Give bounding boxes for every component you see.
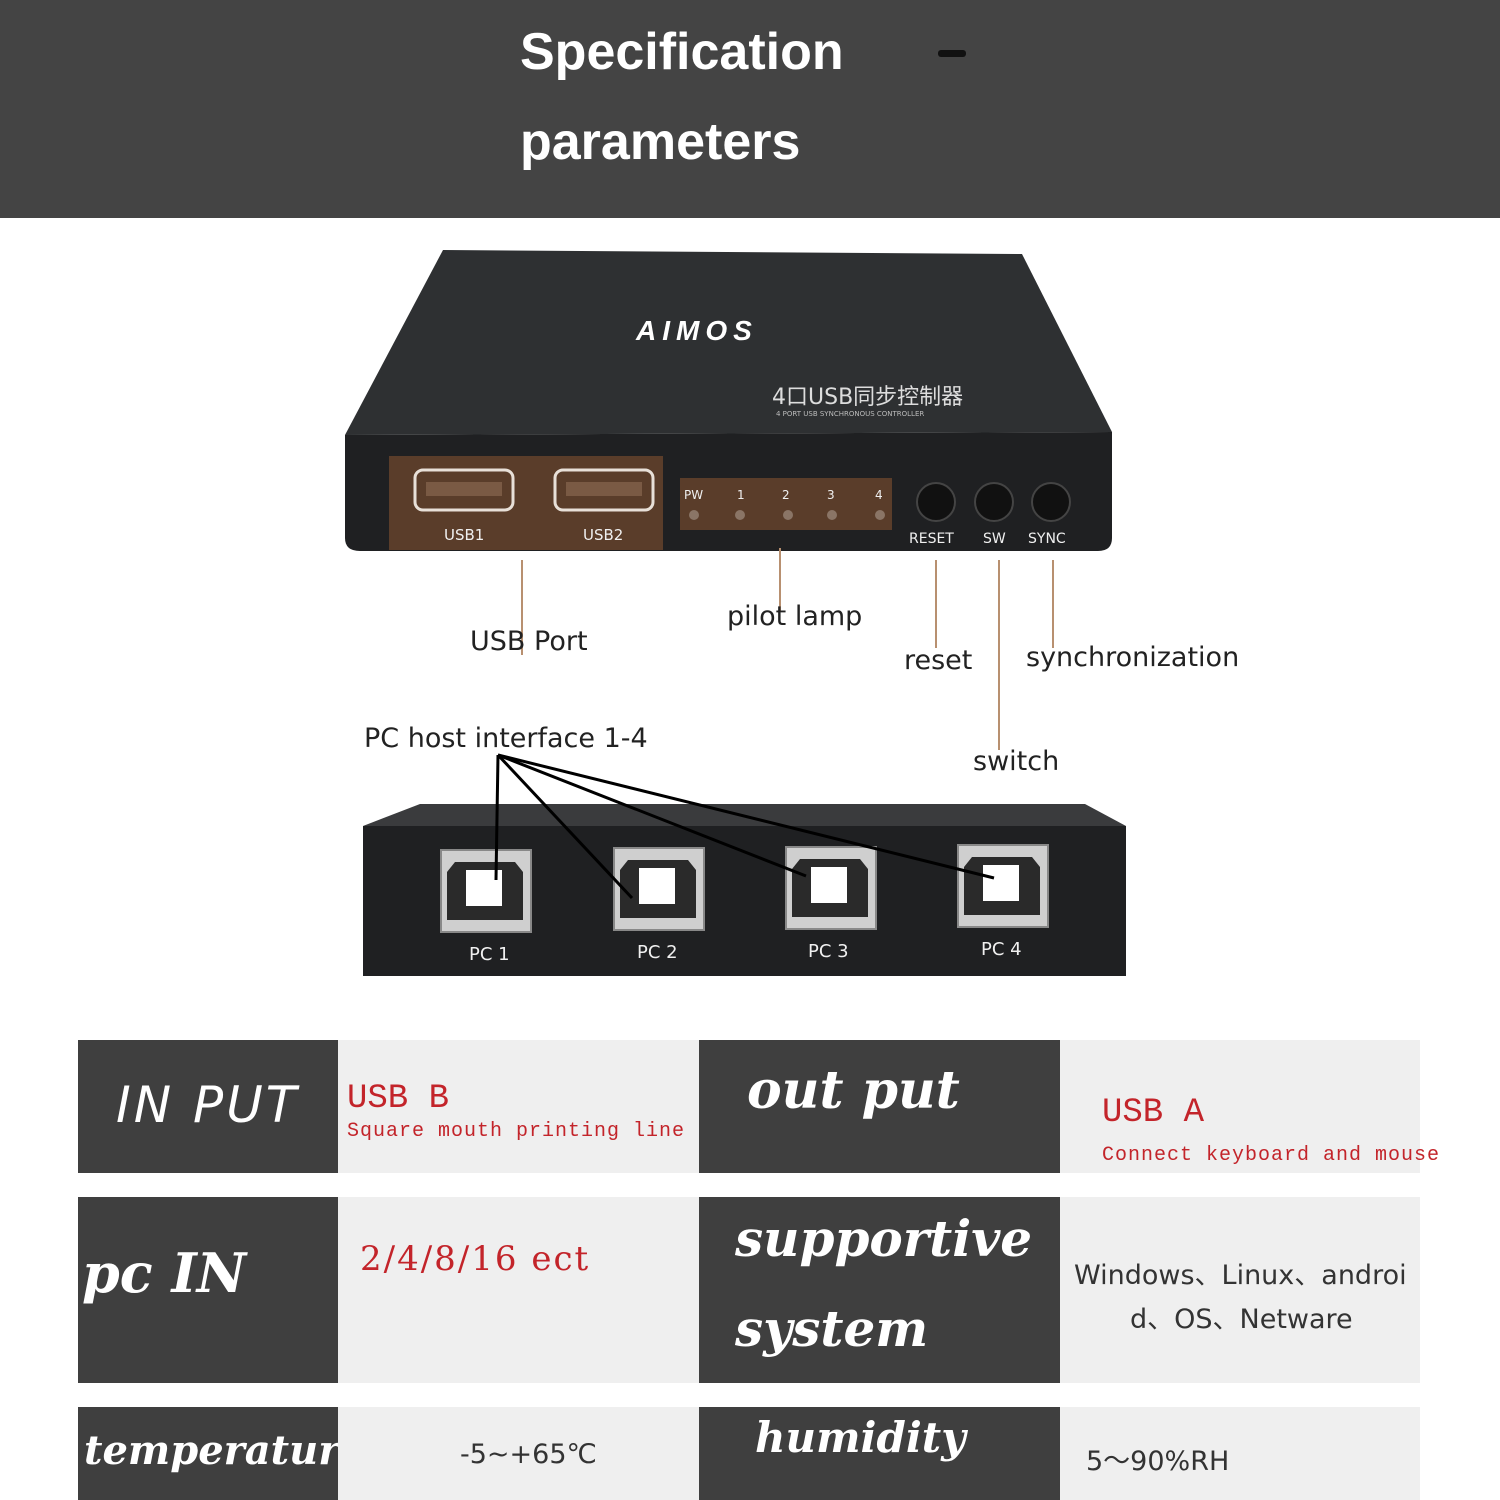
pc3-label: PC 3 [808,941,849,962]
usb1-label: USB1 [444,526,484,544]
header-title-line1: Specification [520,23,844,81]
spec-humidity-value-cell: 5～90%RH [1060,1407,1420,1500]
model-cn: 4口USB同步控制器 [772,385,963,410]
led-3 [827,510,837,520]
callout-synchronization: synchronization [1026,642,1240,673]
spec-input-value: USB B [347,1080,450,1118]
pc4-label: PC 4 [981,939,1022,960]
usb2-label: USB2 [583,526,623,544]
pc1-label: PC 1 [469,944,510,965]
reset-button-label: RESET [909,531,954,547]
spec-humidity-label-cell: humidity [699,1407,1060,1500]
spec-output-label-cell: out put [699,1040,1060,1173]
sw-button-label: SW [983,531,1006,547]
spec-output-note: Connect keyboard and mouse [1102,1144,1441,1167]
header-title-line2: parameters [520,113,801,171]
callout-pilot-lamp: pilot lamp [727,601,863,632]
usb1-socket [413,468,515,512]
callout-switch: switch [973,746,1060,777]
usb-port-panel [389,456,663,550]
led-label-pw: PW [684,488,703,502]
usb-b-port-1 [440,849,532,933]
callout-reset: reset [904,645,973,676]
led-panel [680,478,892,530]
spec-system-value-1: Windows、Linux、androi [1074,1260,1407,1291]
led-2 [783,510,793,520]
spec-output-value: USB A [1102,1094,1205,1132]
spec-input-label: IN PUT [116,1076,300,1134]
led-label-3: 3 [827,488,835,502]
pc2-label: PC 2 [637,942,678,963]
device-top-illustration: AIMOS 4口USB同步控制器 4 PORT USB SYNCHRONOUS … [345,250,1112,750]
led-1 [735,510,745,520]
spec-input-value-cell: USB B Square mouth printing line [338,1040,699,1173]
spec-input-note: Square mouth printing line [347,1120,686,1143]
usb-b-port-4 [957,844,1049,928]
device-top-face [345,250,1112,435]
callout-pc-host: PC host interface 1-4 [364,723,648,754]
spec-temperature-label: temperature [84,1427,365,1474]
header-dash [938,50,966,57]
spec-humidity-label: humidity [755,1413,966,1462]
spec-temperature-label-cell: temperature [78,1407,365,1500]
sw-button-shape [974,482,1014,522]
spec-output-value-cell: USB A Connect keyboard and mouse [1060,1040,1439,1173]
spec-system-label-1: supportive [735,1209,1033,1268]
sync-button-shape [1031,482,1071,522]
usb-b-port-3 [785,846,877,930]
led-label-4: 4 [875,488,883,502]
usb2-socket [553,468,655,512]
header-banner: Specification parameters [0,0,1500,218]
model-en: 4 PORT USB SYNCHRONOUS CONTROLLER [776,410,924,418]
spec-pcin-value: 2/4/8/16 ect [360,1239,591,1279]
spec-system-label-2: system [735,1299,929,1358]
callout-usb-port: USB Port [470,626,588,657]
spec-pcin-label-cell: pc IN [78,1197,338,1383]
spec-system-value-cell: Windows、Linux、androi d、OS、Netware [1060,1197,1420,1383]
spec-pcin-value-cell: 2/4/8/16 ect [338,1197,699,1383]
sync-button-label: SYNC [1028,531,1066,547]
spec-output-label: out put [747,1060,960,1121]
spec-input-label-cell: IN PUT [78,1040,338,1173]
led-pw [689,510,699,520]
led-label-2: 2 [782,488,790,502]
spec-temperature-value-cell: -5~+65℃ [338,1407,699,1500]
brand-logo: AIMOS [635,315,758,346]
spec-system-value-2: d、OS、Netware [1130,1304,1353,1335]
usb-b-port-2 [613,847,705,931]
led-4 [875,510,885,520]
spec-humidity-value: 5～90%RH [1086,1446,1230,1477]
led-label-1: 1 [737,488,745,502]
spec-system-label-cell: supportive system [699,1197,1060,1383]
spec-pcin-label: pc IN [82,1241,247,1305]
pc-host-callout-lines [494,753,995,900]
spec-temperature-value: -5~+65℃ [460,1439,597,1470]
reset-button-shape [916,482,956,522]
